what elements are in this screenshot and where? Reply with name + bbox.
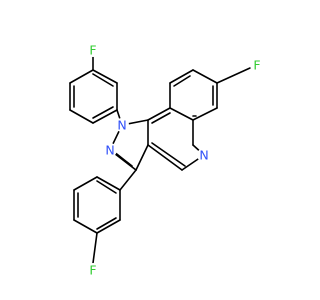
atom-label-layer: F F F N N N [86, 43, 264, 278]
chemical-bond [135, 144, 149, 171]
nitrogen-atom-quinoline: N [197, 148, 211, 163]
chemical-bond [151, 142, 186, 167]
fluorine-atom-bottom-phenyl: F [86, 263, 100, 278]
chemical-bond [69, 109, 94, 124]
atom-label-f-bottom: F [89, 263, 96, 278]
chemical-bond [96, 219, 121, 234]
chemical-bond [216, 67, 251, 84]
chemical-bond [112, 150, 133, 167]
chemical-bond [92, 106, 114, 119]
atom-background [250, 58, 264, 72]
atom-background [197, 148, 211, 162]
chemical-bond [92, 232, 98, 264]
chemical-bond [119, 169, 137, 191]
atom-background [86, 43, 100, 57]
atom-label-n2: N [105, 143, 114, 158]
chemical-bond [92, 109, 118, 124]
chemical-bond [92, 69, 118, 84]
chemical-bond [96, 217, 117, 230]
chemical-bond [96, 176, 121, 191]
chemical-bond [73, 176, 98, 191]
chemical-bond [173, 75, 191, 87]
fluorine-atom-quinoline: F [250, 58, 264, 73]
bond-layer [69, 49, 251, 264]
atom-background [115, 118, 129, 132]
nitrogen-atom-n1: N [115, 118, 129, 133]
molecule-structure-diagram: F F F N N N [69, 42, 264, 278]
atom-background [103, 143, 117, 157]
chemical-bond [151, 112, 171, 124]
chemical-bond [92, 73, 114, 87]
chemical-bond [169, 107, 194, 121]
chemical-bond [169, 69, 194, 84]
atom-label-n-quinoline: N [199, 148, 208, 163]
atom-label-n1: N [117, 118, 126, 133]
chemical-bond [147, 144, 183, 171]
atom-label-f-right: F [253, 58, 260, 73]
chemical-bond [192, 69, 218, 84]
chemical-bond [147, 107, 171, 121]
atom-background [86, 263, 100, 277]
chemical-bond [73, 219, 98, 234]
chemical-bond [69, 69, 94, 84]
chemical-bond [192, 107, 218, 121]
fluorine-atom-top-phenyl: F [86, 43, 100, 58]
nitrogen-atom-n2: N [103, 143, 117, 158]
atom-label-f-top: F [89, 43, 96, 58]
chemical-bond [96, 180, 117, 194]
